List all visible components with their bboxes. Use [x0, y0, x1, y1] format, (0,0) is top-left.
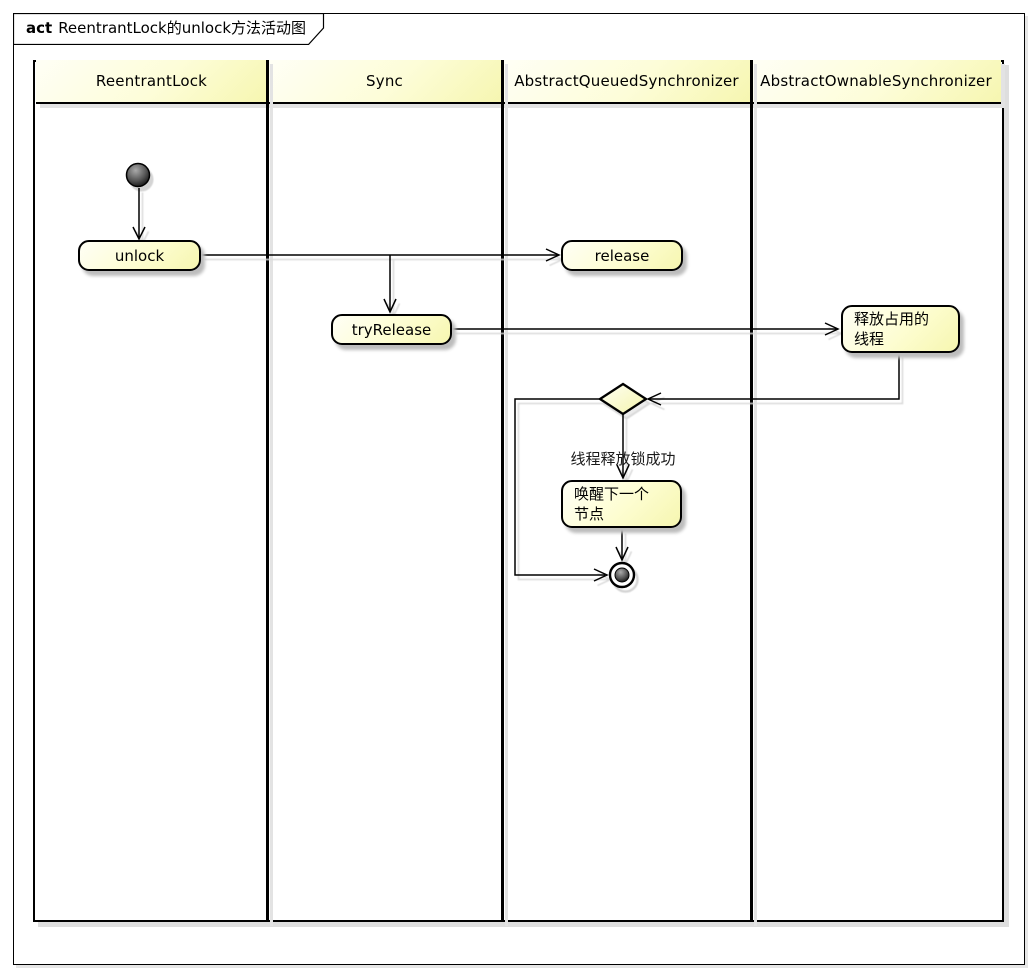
lane-label: ReentrantLock — [95, 72, 208, 90]
activity-label-line: 线程 — [854, 330, 885, 348]
frame-title-text: ReentrantLock的unlock方法活动图 — [58, 19, 307, 37]
frame-title-tab: act ReentrantLock的unlock方法活动图 — [13, 13, 329, 45]
lane-divider — [266, 60, 269, 922]
activity-label-line: 释放占用的 — [854, 310, 930, 328]
activity-wake-next-node: 唤醒下一个 节点 — [561, 480, 682, 528]
activity-label: unlock — [114, 246, 165, 265]
activity-tryrelease: tryRelease — [331, 314, 452, 345]
frame-tab-shape — [13, 13, 325, 45]
activity-label-line: 节点 — [574, 505, 605, 523]
lane-divider — [501, 60, 504, 922]
activity-release-occupied-thread: 释放占用的 线程 — [841, 305, 960, 353]
lane-label: Sync — [366, 72, 403, 90]
activity-unlock: unlock — [78, 240, 201, 271]
lane-header-reentrantlock: ReentrantLock — [36, 60, 267, 104]
lane-header-abstractownablesynchronizer: AbstractOwnableSynchronizer — [751, 60, 1001, 104]
activity-frame — [33, 60, 1004, 922]
lane-label: AbstractOwnableSynchronizer — [760, 72, 992, 90]
lane-divider — [750, 60, 753, 922]
edge-guard-label: 线程释放锁成功 — [570, 450, 676, 468]
activity-label: tryRelease — [351, 320, 432, 339]
lane-label: AbstractQueuedSynchronizer — [514, 72, 739, 90]
lane-header-abstractqueuedsynchronizer: AbstractQueuedSynchronizer — [502, 60, 751, 104]
lane-header-sync: Sync — [267, 60, 502, 104]
frame-title: act ReentrantLock的unlock方法活动图 — [26, 13, 306, 44]
frame-keyword: act — [26, 19, 53, 37]
activity-label: release — [594, 246, 650, 265]
activity-label-line: 唤醒下一个 — [574, 485, 650, 503]
activity-release: release — [561, 240, 683, 271]
